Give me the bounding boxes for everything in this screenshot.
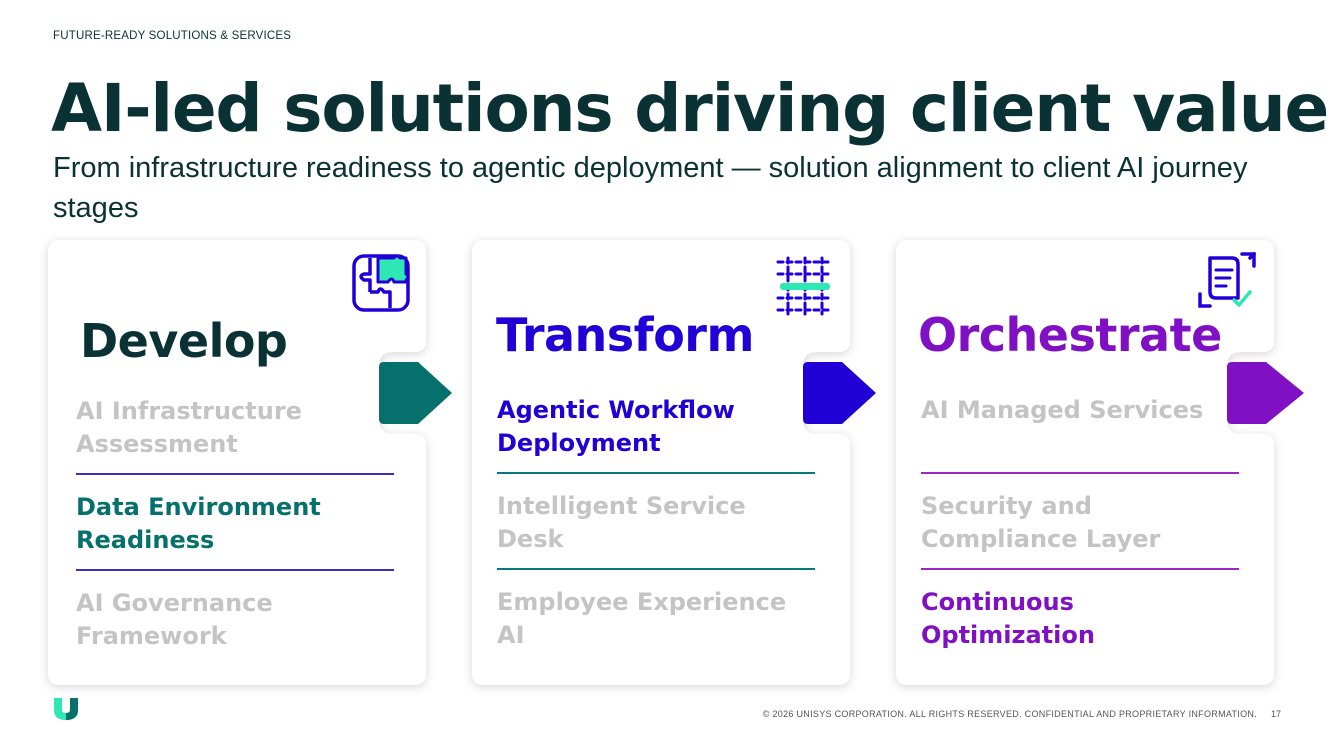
unisys-logo-icon: [54, 698, 78, 720]
stage-card-orchestrate: Orchestrate AI Managed Services Security…: [896, 240, 1276, 685]
solution-employee-experience-ai: Employee Experience AI: [497, 588, 787, 649]
document-cycle-icon: [1198, 252, 1256, 308]
stage-title-transform: Transform: [496, 308, 754, 362]
page-number: 17: [1271, 709, 1282, 719]
divider: [921, 568, 1239, 570]
stage-title-orchestrate: Orchestrate: [918, 308, 1222, 362]
solution-security-compliance-layer: Security and Compliance Layer: [921, 492, 1161, 553]
divider: [76, 473, 394, 475]
page-title: AI-led solutions driving client value: [51, 70, 1329, 147]
solution-agentic-workflow-deployment: Agentic Workflow Deployment: [497, 396, 735, 457]
divider: [921, 472, 1239, 474]
solution-continuous-optimization: Continuous Optimization: [921, 588, 1095, 649]
solution-ai-managed-services: AI Managed Services: [921, 396, 1204, 424]
stage-card-transform: Transform Agentic Workflow Deployment In…: [472, 240, 852, 685]
divider: [76, 569, 394, 571]
page-subtitle: From infrastructure readiness to agentic…: [53, 152, 1248, 224]
solution-ai-governance-framework: AI Governance Framework: [76, 589, 273, 650]
divider: [497, 568, 815, 570]
puzzle-icon: [352, 254, 410, 312]
eyebrow-label: FUTURE-READY SOLUTIONS & SERVICES: [53, 30, 292, 42]
divider: [497, 472, 815, 474]
solution-data-environment-readiness: Data Environment Readiness: [76, 493, 321, 554]
stage-card-develop: Develop AI Infrastructure Assessment Dat…: [48, 240, 428, 685]
solution-intelligent-service-desk: Intelligent Service Desk: [497, 492, 746, 553]
grid-transform-icon: [776, 256, 834, 316]
solution-ai-infrastructure-assessment: AI Infrastructure Assessment: [76, 397, 302, 458]
stage-title-develop: Develop: [80, 314, 288, 368]
copyright-footer: © 2026 UNISYS CORPORATION. ALL RIGHTS RE…: [762, 709, 1257, 719]
